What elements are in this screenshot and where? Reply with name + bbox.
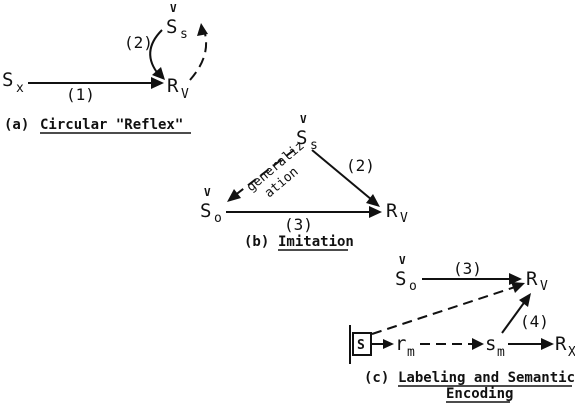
caption-b-tag: (b) — [244, 234, 269, 250]
caption-c-tag: (c) — [364, 370, 389, 386]
arrow-b2-label: (2) — [346, 156, 375, 175]
arrow-c3-label: (3) — [453, 259, 482, 278]
node-rv-main: R — [167, 75, 179, 97]
node-c-rv-main: R — [526, 268, 538, 290]
node-c-so-sub: o — [409, 279, 417, 294]
node-b-so-main: S — [200, 200, 211, 222]
arrow-1-label: (1) — [66, 85, 95, 104]
arrow-b3-head — [369, 206, 382, 218]
caption-a-text: Circular "Reflex" — [40, 117, 183, 133]
arrow-c4-label: (4) — [520, 312, 549, 331]
arrow-2-curve — [149, 29, 163, 76]
arrow-b2-line — [311, 149, 373, 201]
node-rm-sub: m — [407, 345, 415, 360]
node-ss-sub: s — [180, 27, 188, 42]
arrow-c4-line — [501, 299, 527, 334]
node-b-ss-sup: V — [300, 113, 307, 126]
node-rm-main: r — [395, 333, 406, 355]
node-b-rv-main: R — [386, 200, 398, 222]
stimulus-box — [352, 332, 372, 356]
node-b-ss-sub: s — [310, 138, 318, 153]
arrow-box-rm-head — [383, 339, 394, 349]
panel-a-circular-reflex: S x V S s R V (1) (2) (a) Circular "Refl… — [2, 2, 208, 134]
node-sx-sub: x — [16, 81, 24, 96]
node-sx-main: S — [2, 69, 13, 91]
arrow-box-rv-dashed-line — [371, 285, 519, 335]
node-sm-main: s — [485, 333, 496, 355]
generalization-dashed-head — [227, 189, 241, 202]
panel-b-imitation: V S s V S o R V (2) (3) generaliz ation … — [200, 113, 408, 251]
arrow-box-rv-dashed-head — [511, 282, 525, 293]
node-c-rv-sub: V — [540, 279, 548, 294]
caption-c-line2: Encoding — [446, 386, 513, 402]
stimulus-box-label: S — [357, 338, 365, 353]
node-c-so-sup: V — [399, 254, 406, 267]
arrow-1-head — [151, 77, 164, 89]
arrow-b2-head — [366, 194, 380, 207]
arrow-rm-sm-dashed-head — [472, 338, 484, 350]
arrow-2-label: (2) — [124, 33, 153, 52]
caption-a-tag: (a) — [4, 117, 29, 133]
arrow-c4-head — [519, 293, 531, 307]
caption-b-text: Imitation — [278, 234, 354, 250]
caption-c-line1: Labeling and Semantic — [398, 370, 575, 386]
node-b-ss-main: S — [296, 127, 307, 149]
node-rx-sub: X — [568, 345, 575, 360]
node-b-rv-sub: V — [400, 211, 408, 226]
feedback-dashed-head — [197, 23, 208, 36]
arrow-2-head — [152, 67, 165, 80]
arrow-b3-label: (3) — [284, 215, 313, 234]
node-ss-sup: V — [170, 2, 177, 15]
panel-c-labeling-semantic-encoding: V S o R V (3) S r m s m R X s_m dashed -… — [349, 254, 575, 403]
node-rx-main: R — [555, 333, 567, 355]
node-b-so-sub: o — [214, 211, 222, 226]
arrow-sm-rx-head — [541, 338, 554, 350]
node-ss-main: S — [166, 16, 177, 38]
node-rv-sub: V — [181, 87, 189, 102]
node-b-so-sup: V — [204, 186, 211, 199]
arrow-c3-head — [509, 273, 522, 285]
feedback-dashed-curve — [189, 29, 208, 81]
node-sm-sub: m — [497, 345, 505, 360]
node-c-so-main: S — [395, 268, 406, 290]
generalization-dashed-line — [233, 149, 295, 197]
